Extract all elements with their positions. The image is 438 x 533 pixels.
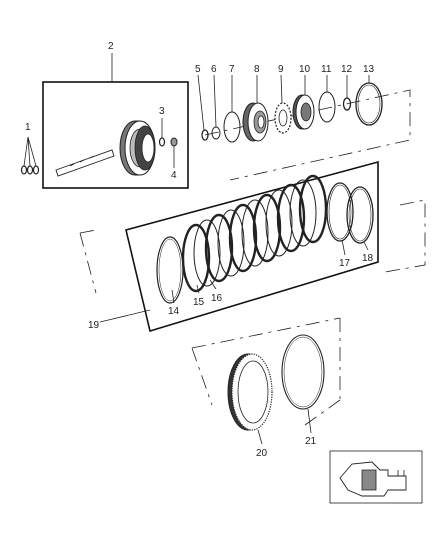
- transmission-locator-icon: [329, 450, 423, 504]
- callout-7: 7: [229, 64, 235, 75]
- part-13-large-ring: [355, 82, 383, 126]
- part-7-o-ring: [223, 111, 241, 143]
- part-20-ring-gear: [227, 353, 273, 431]
- callout-3: 3: [159, 106, 165, 117]
- callout-17: 17: [339, 258, 351, 269]
- part-17-pressure-plate: [326, 182, 354, 242]
- callout-14: 14: [168, 306, 180, 317]
- callout-8: 8: [254, 64, 260, 75]
- part-1-seal-rings: [20, 165, 40, 175]
- callout-19: 19: [88, 320, 100, 331]
- part-21-snap-ring: [281, 334, 325, 410]
- middle-frame-dashed-outline: [79, 199, 426, 294]
- part-8-bearing-hub: [242, 102, 269, 142]
- leader-lines: [23, 53, 370, 445]
- callout-11: 11: [321, 64, 332, 75]
- callout-10: 10: [299, 64, 311, 75]
- callout-18: 18: [362, 253, 374, 264]
- input-shaft-assembly: [55, 120, 156, 177]
- part-5-snap-ring: [201, 129, 209, 141]
- callout-9: 9: [278, 64, 284, 75]
- callout-6: 6: [211, 64, 217, 75]
- callout-2: 2: [108, 41, 114, 52]
- callout-1: 1: [25, 122, 31, 133]
- callout-20: 20: [256, 448, 268, 459]
- callout-13: 13: [363, 64, 375, 75]
- callout-16: 16: [211, 293, 223, 304]
- callout-4: 4: [171, 170, 177, 181]
- part-10-hub: [292, 94, 315, 130]
- callout-15: 15: [193, 297, 205, 308]
- clutch-plate-stack: [156, 174, 328, 304]
- part-11-o-ring: [318, 91, 336, 123]
- top-frame-dashed-outline: [204, 89, 411, 181]
- part-9-thrust-bearing: [274, 102, 292, 134]
- callout-21: 21: [305, 436, 317, 447]
- callout-5: 5: [195, 64, 201, 75]
- part-4-bushing: [170, 137, 178, 147]
- part-18-snap-ring: [346, 186, 374, 244]
- callout-12: 12: [341, 64, 353, 75]
- lower-frame-dashed-outline: [191, 317, 341, 426]
